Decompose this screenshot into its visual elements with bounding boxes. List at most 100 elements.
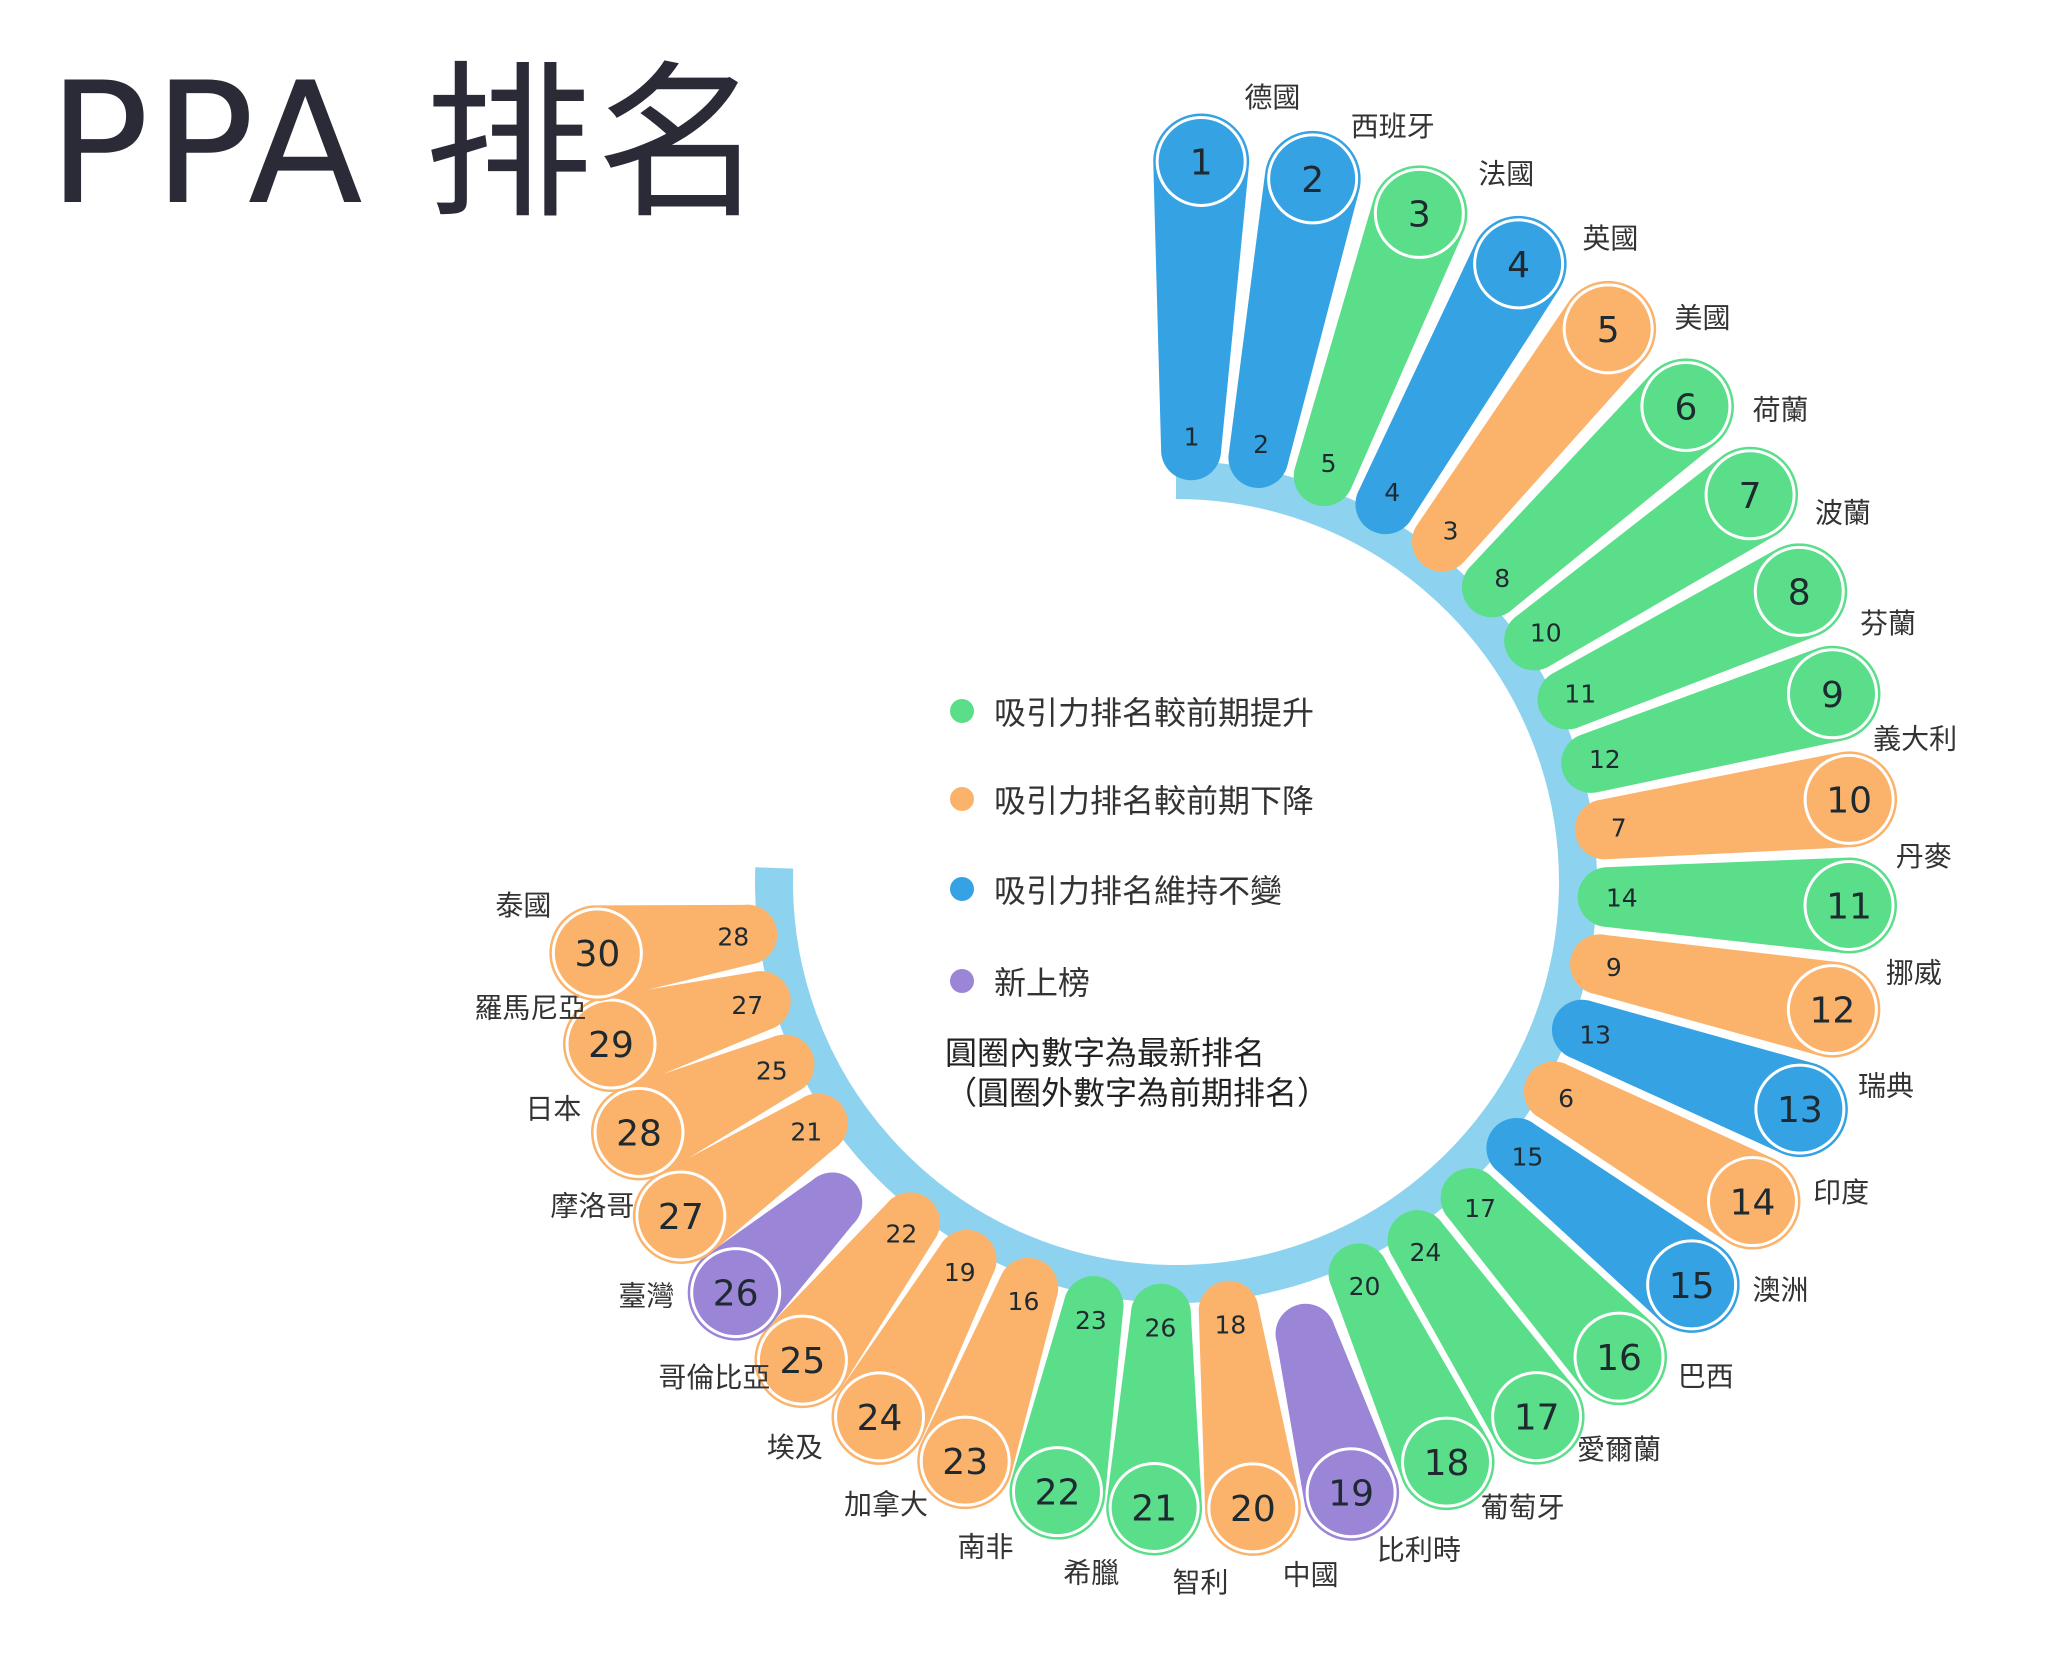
previous-rank-label: 1 bbox=[1184, 422, 1200, 451]
previous-rank-label: 13 bbox=[1579, 1021, 1611, 1050]
rank-label: 25 bbox=[780, 1341, 826, 1382]
previous-rank-label: 9 bbox=[1606, 953, 1622, 982]
rank-label: 24 bbox=[857, 1398, 903, 1439]
rank-label: 14 bbox=[1730, 1183, 1776, 1224]
rank-label: 23 bbox=[942, 1442, 988, 1483]
rank-circle bbox=[1573, 1311, 1665, 1403]
rank-circle bbox=[1562, 283, 1654, 375]
previous-rank-label: 17 bbox=[1464, 1194, 1496, 1223]
rank-circle bbox=[1706, 1156, 1798, 1248]
rank-label: 13 bbox=[1777, 1090, 1823, 1131]
rank-label: 3 bbox=[1408, 194, 1431, 235]
rank-label: 29 bbox=[588, 1025, 634, 1066]
rank-label: 20 bbox=[1230, 1489, 1276, 1530]
rank-label: 12 bbox=[1809, 991, 1855, 1032]
country-label: 希臘 bbox=[1063, 1557, 1119, 1590]
rank-circle bbox=[1704, 449, 1796, 541]
country-label: 葡萄牙 bbox=[1481, 1491, 1565, 1524]
legend-label-new: 新上榜 bbox=[994, 964, 1091, 1002]
rank-circle bbox=[1640, 361, 1732, 453]
previous-rank-label: 23 bbox=[1075, 1306, 1107, 1335]
legend-dot-same bbox=[950, 877, 974, 901]
note-line-2: （圓圈外數字為前期排名） bbox=[945, 1074, 1330, 1112]
previous-rank-label: 22 bbox=[886, 1219, 918, 1248]
legend-dot-new bbox=[950, 969, 974, 993]
country-label: 英國 bbox=[1582, 222, 1638, 255]
page-title: PPA 排名 bbox=[48, 46, 769, 242]
rank-label: 16 bbox=[1596, 1338, 1642, 1379]
legend-label-up: 吸引力排名較前期提升 bbox=[994, 694, 1315, 732]
previous-rank-label: 7 bbox=[1611, 814, 1627, 843]
legend-label-down: 吸引力排名較前期下降 bbox=[994, 782, 1315, 820]
previous-rank-label: 25 bbox=[756, 1056, 788, 1085]
petal-group: 12 9 瑞典 bbox=[1570, 934, 1914, 1103]
rank-label: 17 bbox=[1514, 1398, 1560, 1439]
rank-circle bbox=[834, 1371, 926, 1463]
country-label: 臺灣 bbox=[618, 1280, 674, 1313]
rank-label: 4 bbox=[1507, 245, 1530, 286]
rank-label: 26 bbox=[713, 1274, 759, 1315]
previous-rank-label: 27 bbox=[731, 991, 763, 1020]
rank-label: 15 bbox=[1669, 1266, 1715, 1307]
legend-item-down: 吸引力排名較前期下降 bbox=[950, 776, 1314, 822]
country-label: 摩洛哥 bbox=[550, 1190, 634, 1223]
country-label: 埃及 bbox=[767, 1431, 823, 1464]
petal-group: 22 23 南非 bbox=[958, 1276, 1124, 1563]
ring-arc bbox=[755, 461, 1597, 1303]
country-label: 丹麥 bbox=[1896, 840, 1952, 873]
country-label: 南非 bbox=[958, 1530, 1014, 1563]
petal-group: 29 27 羅馬尼亞 bbox=[474, 971, 791, 1092]
rank-circle bbox=[1753, 545, 1845, 637]
legend-dot-down bbox=[950, 787, 974, 811]
country-label: 哥倫比亞 bbox=[658, 1361, 770, 1394]
country-label: 比利時 bbox=[1377, 1533, 1461, 1566]
legend-label-same: 吸引力排名維持不變 bbox=[994, 872, 1283, 910]
rank-label: 22 bbox=[1035, 1473, 1081, 1514]
previous-rank-label: 14 bbox=[1606, 884, 1638, 913]
country-label: 瑞典 bbox=[1858, 1070, 1914, 1103]
petal-group: 16 17 愛爾蘭 bbox=[1440, 1168, 1667, 1466]
rank-circle bbox=[1011, 1446, 1103, 1538]
country-label: 愛爾蘭 bbox=[1577, 1433, 1661, 1466]
rank-circle bbox=[1401, 1416, 1493, 1508]
previous-rank-label: 10 bbox=[1530, 619, 1562, 648]
country-label: 挪威 bbox=[1886, 957, 1942, 990]
previous-rank-label: 21 bbox=[790, 1117, 822, 1146]
rank-circle bbox=[1491, 1371, 1583, 1463]
previous-rank-label: 12 bbox=[1589, 745, 1621, 774]
petal-group: 13 13 印度 bbox=[1551, 999, 1869, 1209]
rank-circle bbox=[593, 1086, 685, 1178]
rank-circle bbox=[1155, 115, 1247, 207]
country-label: 日本 bbox=[525, 1093, 581, 1126]
legend-item-same: 吸引力排名維持不變 bbox=[950, 866, 1282, 912]
rank-circle bbox=[1754, 1063, 1846, 1155]
country-label: 印度 bbox=[1813, 1176, 1869, 1209]
country-label: 荷蘭 bbox=[1753, 394, 1809, 427]
rank-label: 5 bbox=[1597, 310, 1620, 351]
country-label: 羅馬尼亞 bbox=[474, 992, 586, 1025]
rank-label: 7 bbox=[1739, 476, 1762, 517]
rank-circle bbox=[551, 907, 643, 999]
rank-circle bbox=[1786, 648, 1878, 740]
rank-circle bbox=[1267, 133, 1359, 225]
rank-circle bbox=[635, 1170, 727, 1262]
previous-rank-label: 16 bbox=[1008, 1287, 1040, 1316]
rank-circle bbox=[1803, 860, 1895, 952]
rank-circle bbox=[1786, 964, 1878, 1056]
rank-label: 2 bbox=[1301, 160, 1324, 201]
